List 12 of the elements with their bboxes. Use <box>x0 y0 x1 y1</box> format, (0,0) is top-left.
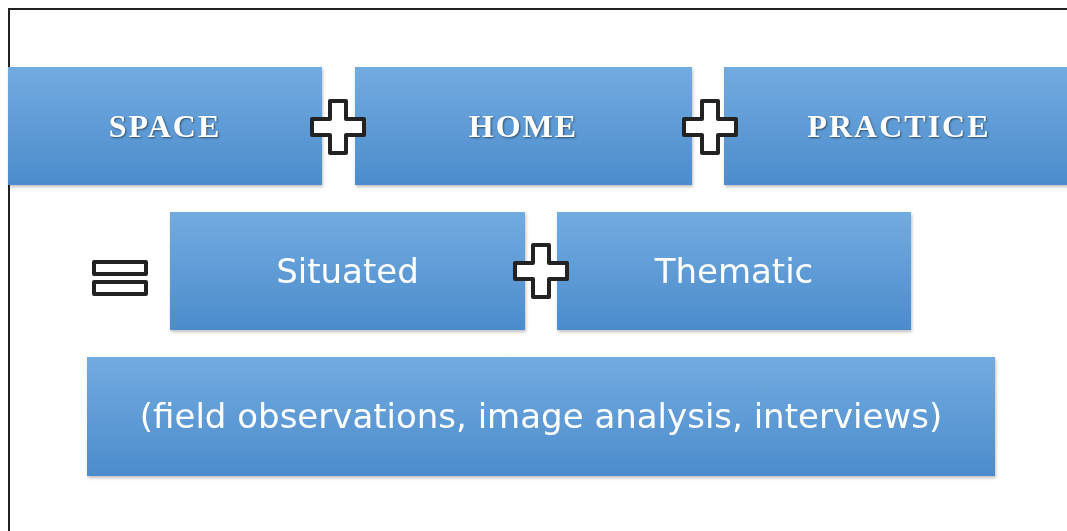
text-box <box>557 212 911 330</box>
box-label: Thematic <box>654 251 814 291</box>
box-label: Situated <box>276 251 419 291</box>
box-label: PRACTICE <box>807 107 991 145</box>
box-label: SPACE <box>108 107 222 145</box>
text-box <box>724 67 1067 185</box>
box-label: HOME <box>468 107 579 145</box>
text-box <box>355 67 692 185</box>
box-label: (field observations, image analysis, interviews) <box>139 395 943 439</box>
text-box <box>8 67 322 185</box>
text-box <box>87 357 995 476</box>
text-box <box>170 212 525 330</box>
